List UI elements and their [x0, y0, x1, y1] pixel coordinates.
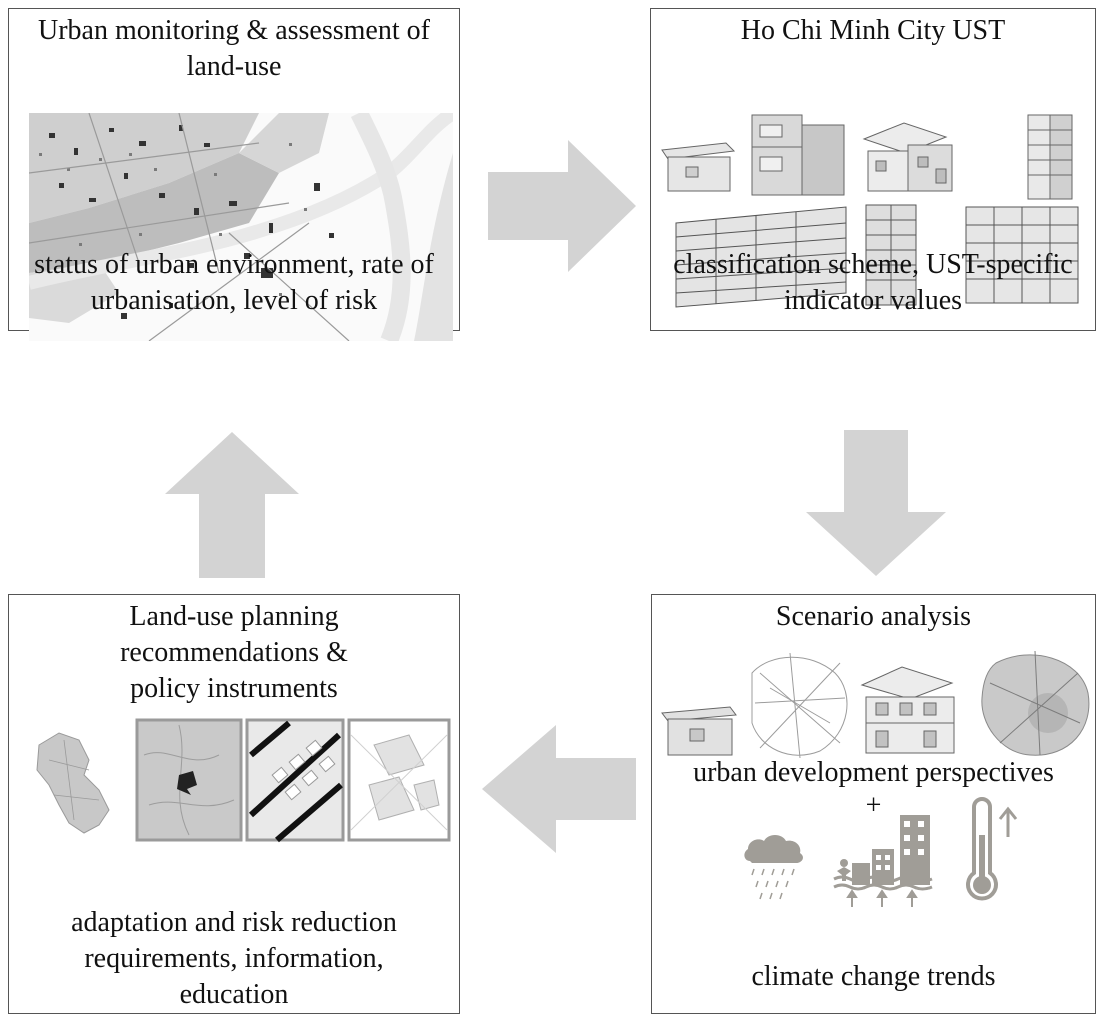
panel-urban-monitoring: Urban monitoring & assessment of land-us… — [8, 8, 460, 341]
panel-title: Ho Chi Minh City UST — [740, 15, 1006, 46]
panel-title: Scenario analysis — [775, 601, 972, 632]
thermometer-up-icon — [966, 797, 1018, 901]
panel-ust: Ho Chi Minh City UST — [650, 8, 1096, 331]
scenario-illustrations — [661, 650, 1090, 759]
planning-maps-illustration — [36, 718, 451, 843]
perspectives-label: urban development perspectives — [693, 757, 1054, 788]
land-use-map-image — [29, 113, 453, 341]
arrow-left — [482, 725, 636, 853]
plus-label: + — [865, 790, 882, 821]
rain-cloud-icon — [744, 835, 803, 900]
panel-land-use-planning: Land-use planning recommendations & poli… — [8, 594, 460, 1014]
panel-caption: adaptation and risk reduction requiremen… — [71, 907, 397, 1010]
panel-caption: status of urban environment, rate of urb… — [34, 249, 434, 316]
arrow-up — [165, 432, 299, 578]
flooded-city-icon — [833, 815, 933, 907]
panel-title: Land-use planning recommendations & poli… — [120, 601, 348, 704]
arrow-down — [806, 430, 946, 576]
arrow-right — [488, 140, 636, 272]
panel-title: Urban monitoring & assessment of land-us… — [38, 15, 430, 82]
panel-caption: classification scheme, UST-specific indi… — [673, 249, 1073, 316]
panel-scenario-analysis: Scenario analysis — [651, 594, 1096, 1014]
trends-label: climate change trends — [751, 961, 996, 992]
building-types-illustration — [661, 114, 1079, 308]
